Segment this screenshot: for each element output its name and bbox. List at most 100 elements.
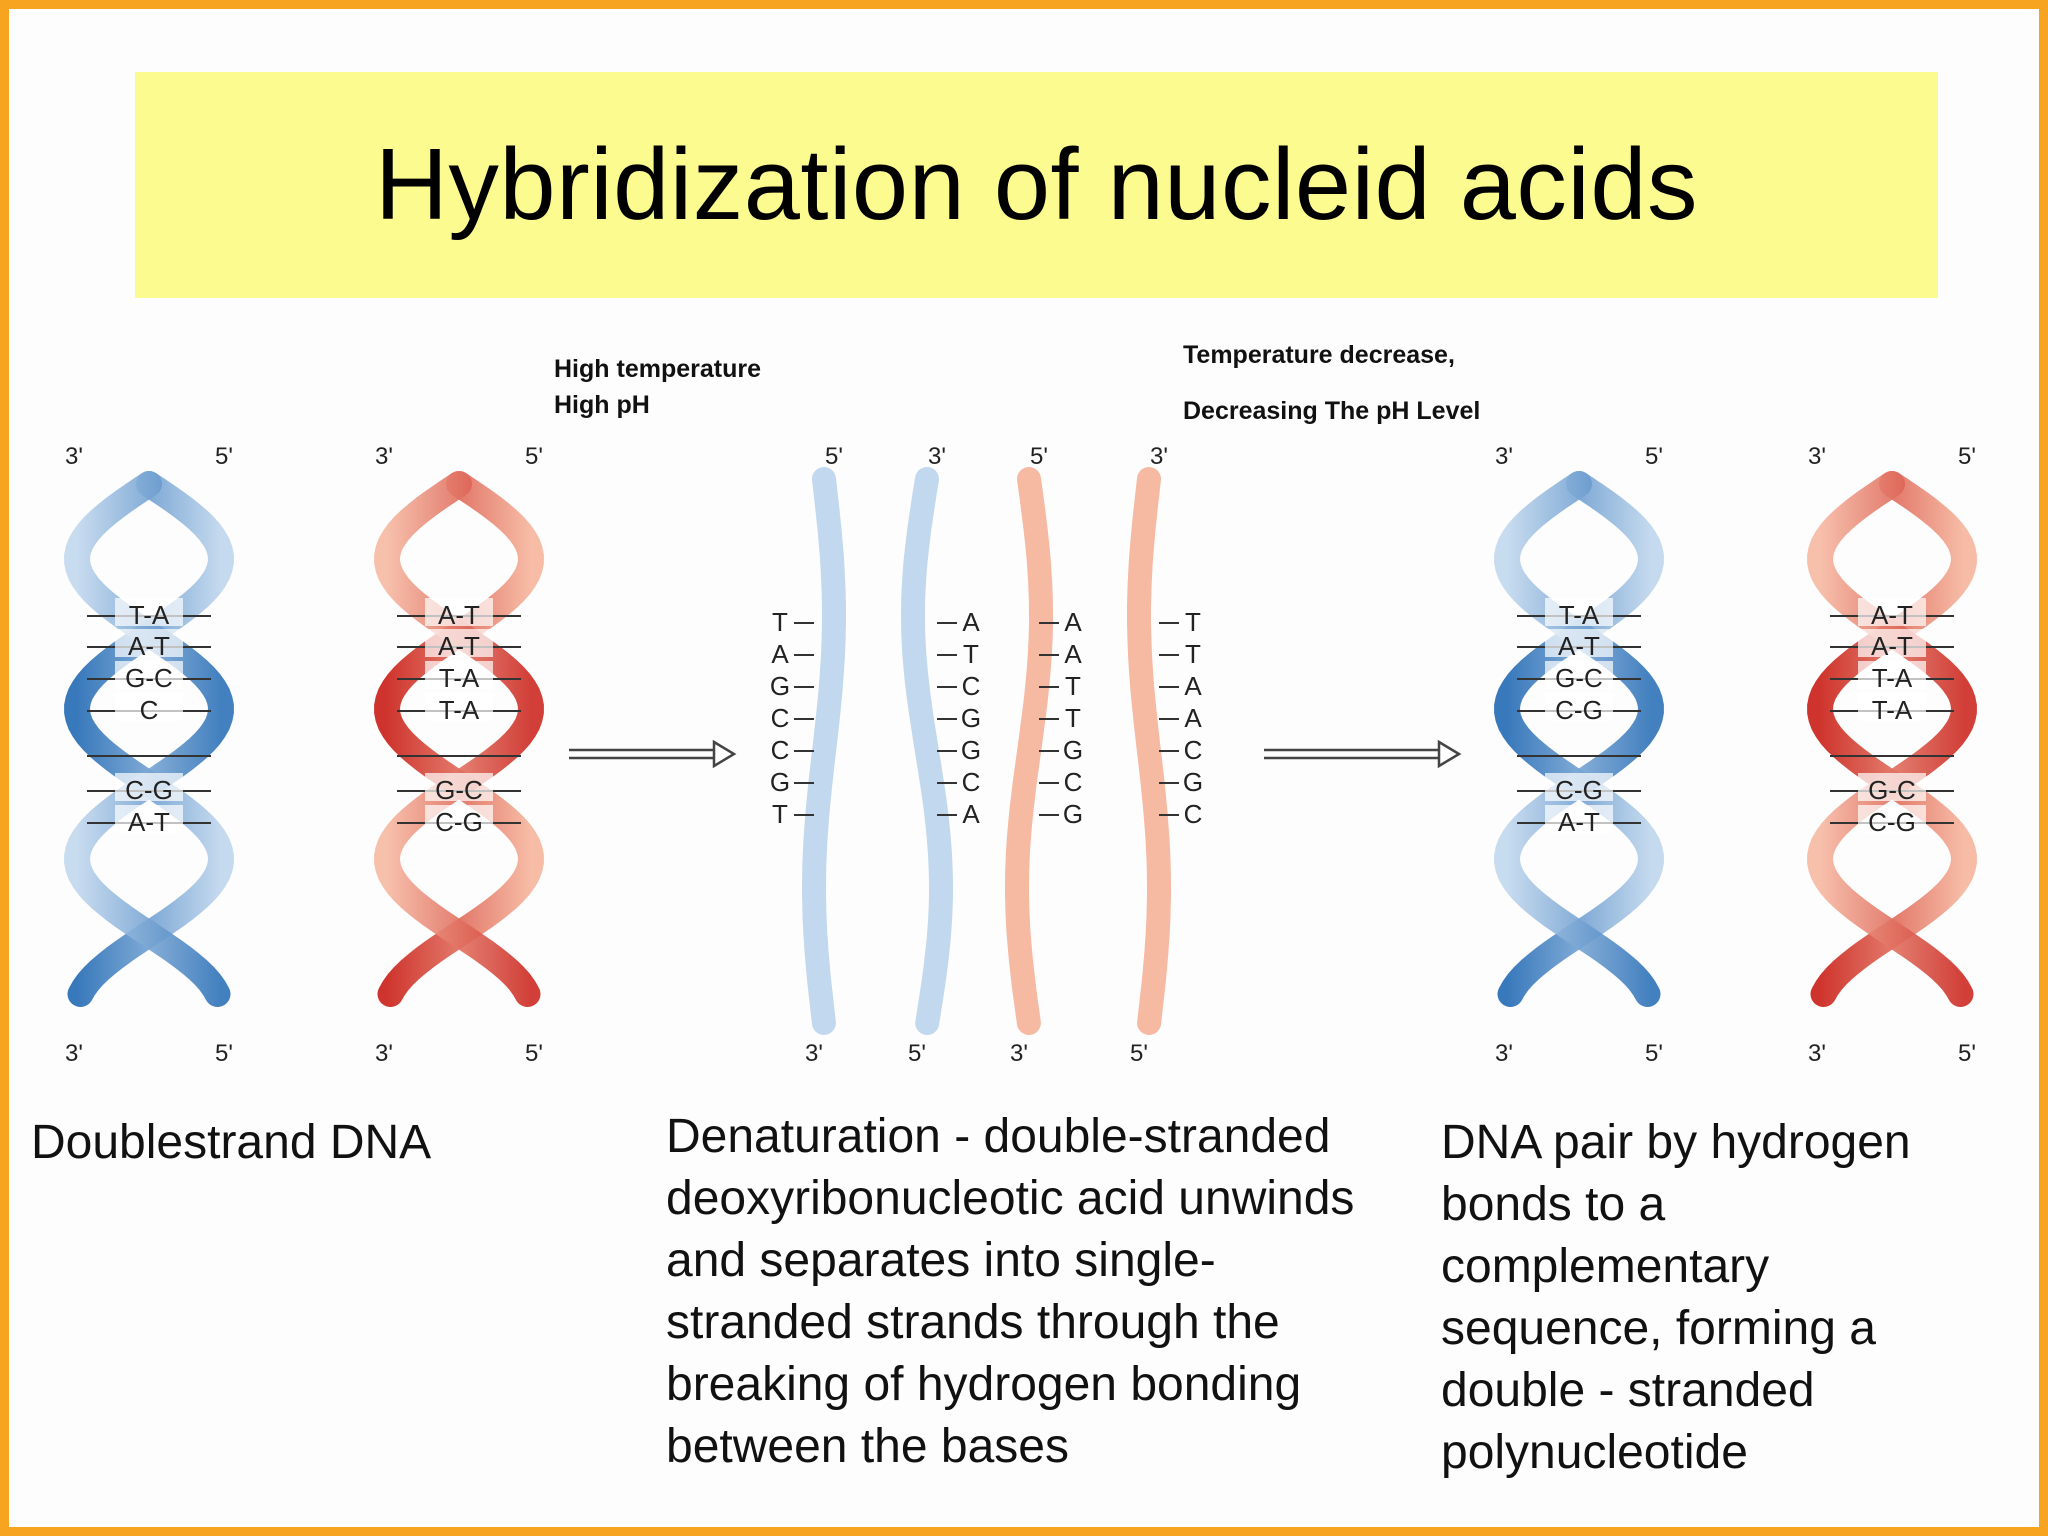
title-bar: Hybridization of nucleid acids [135,72,1938,298]
end-label-bottom-left: 3' [65,1040,83,1067]
base-pair-label: G-C [125,663,173,693]
strand-backbone [374,471,544,1007]
base-pair-label: C-G [1555,695,1603,725]
base-pair-label: A-T [128,807,170,837]
strand-backbone [1005,467,1053,1035]
strand-backbone [802,467,846,1035]
base-label: C [1064,767,1083,797]
base-label: A [1184,671,1202,701]
strand-backbone [1494,471,1664,1007]
base-label: T [1185,639,1201,669]
base-pair-label: C-G [1555,775,1603,805]
base-label: A [1064,607,1082,637]
end-label-bottom-right: 5' [1958,1040,1976,1067]
end-label-top: 5' [1030,443,1048,470]
end-label-bottom: 3' [805,1040,823,1067]
strand-backbone [1807,471,1977,1007]
helix-red-reformed: A-TA-TT-AT-AG-CC-G3'5'3'5' [1807,443,1977,1067]
arrow-renaturation [1264,739,1462,769]
end-label-bottom-right: 5' [215,1040,233,1067]
base-pair-label: T-A [439,695,480,725]
base-pair-label: G-C [435,775,483,805]
base-label: G [770,767,790,797]
strand-backbone [1494,471,1664,1007]
base-label: G [770,671,790,701]
base-label: T [772,607,788,637]
helix-blue-reformed: T-AA-TG-CC-GC-GA-T3'5'3'5' [1494,443,1664,1067]
base-label: G [961,735,981,765]
renature-conditions: Temperature decrease, Decreasing The pH … [1183,337,1480,429]
base-pair-label: A-T [1558,807,1600,837]
base-label: G [1063,799,1083,829]
base-pair-label: A-T [128,631,170,661]
base-pair-label: C-G [125,775,173,805]
end-label-top-right: 5' [1958,443,1976,470]
condition-high-ph: High pH [554,391,650,419]
base-label: C [771,703,790,733]
end-label-bottom: 5' [908,1040,926,1067]
base-label: T [963,639,979,669]
base-pair-label: G-C [1555,663,1603,693]
base-pair-label: A-T [1871,631,1913,661]
base-pair-label: G-C [1868,775,1916,805]
end-label-bottom-left: 3' [375,1040,393,1067]
base-label: G [1063,735,1083,765]
end-label-bottom: 5' [1130,1040,1148,1067]
base-label: T [772,799,788,829]
arrow-head [1437,739,1462,769]
end-label-top-right: 5' [1645,443,1663,470]
caption-double-strand: Doublestrand DNA [31,1116,432,1169]
base-pair-label: T-A [1872,695,1913,725]
strand-backbone [1807,471,1977,1007]
base-pair-label: A-T [438,600,480,630]
base-label: C [962,767,981,797]
caption-denaturation: Denaturation - double-stranded deoxyribo… [666,1110,1355,1473]
end-label-top-left: 3' [65,443,83,470]
base-label: C [1184,799,1203,829]
base-pair-label: A-T [1558,631,1600,661]
end-label-top-left: 3' [375,443,393,470]
base-label: A [771,639,789,669]
base-label: A [962,799,980,829]
base-label: T [1065,671,1081,701]
condition-high-temperature: High temperature [554,355,761,383]
base-pair-label: T-A [129,600,170,630]
end-label-top: 5' [825,443,843,470]
helix-blue-original: T-AA-TG-CCC-GA-T3'5'3'5' [64,443,234,1067]
base-label: A [962,607,980,637]
base-label: C [1184,735,1203,765]
strand-backbone [374,471,544,1007]
end-label-bottom-left: 3' [1808,1040,1826,1067]
end-label-top-right: 5' [525,443,543,470]
end-label-top-left: 3' [1808,443,1826,470]
helix-red-original: A-TA-TT-AT-AG-CC-G3'5'3'5' [374,443,544,1067]
base-label: T [1065,703,1081,733]
denature-conditions: High temperature High pH [554,351,761,423]
end-label-top-left: 3' [1495,443,1513,470]
base-pair-label: T-A [1872,663,1913,693]
base-label: G [1183,767,1203,797]
slide-title: Hybridization of nucleid acids [374,128,1699,241]
base-pair-label: A-T [438,631,480,661]
base-pair-label: T-A [439,663,480,693]
base-label: A [1184,703,1202,733]
base-label: T [1185,607,1201,637]
end-label-bottom: 3' [1010,1040,1028,1067]
base-label: A [1064,639,1082,669]
arrow-head [712,739,737,769]
base-pair-label: C [140,695,159,725]
base-label: C [962,671,981,701]
base-pair-label: T-A [1559,600,1600,630]
strand-backbone [900,467,953,1035]
arrow-denaturation [569,739,737,769]
base-pair-label: A-T [1871,600,1913,630]
end-label-top-right: 5' [215,443,233,470]
base-pair-label: C-G [435,807,483,837]
base-pair-label: C-G [1868,807,1916,837]
end-label-bottom-left: 3' [1495,1040,1513,1067]
base-label: G [961,703,981,733]
